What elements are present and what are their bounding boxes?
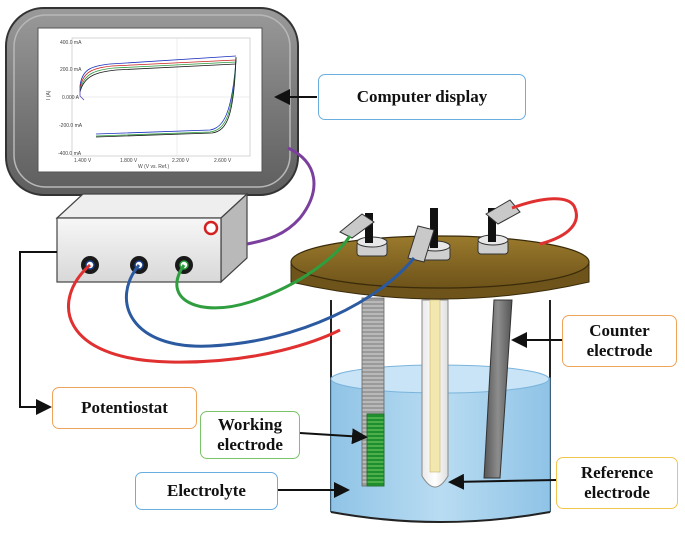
x-tick-label: 1.400 V [74,158,92,164]
x-tick-label: 2.200 V [172,158,190,164]
leader-potentiostat [19,251,57,415]
label-line: Working [217,415,283,434]
electrolyte-label: Electrolyte [135,472,278,510]
x-tick-label: 1.800 V [120,158,138,164]
cyclic-voltammogram-plot: 400.0 mA 200.0 mA 0.000 A -200.0 mA -400… [46,37,251,170]
alligator-clip-icon [339,213,375,239]
y-axis-label: I (A) [46,90,52,100]
reference-electrode-connector [407,208,451,263]
cv-curve-start [79,86,85,101]
cv-curve-red [79,59,237,89]
reference-port-wire [124,257,416,348]
cv-curve-green [79,61,237,91]
counter-electrode-label: Counter electrode [562,315,677,367]
cv-curve-black [79,63,237,93]
label-line: Reference [580,463,654,482]
leader-working-electrode [299,428,368,445]
label-text: Computer display [356,87,488,106]
y-tick-label: -400.0 mA [58,151,82,157]
working-port-wire [67,263,341,364]
working-electrode-label: Working electrode [200,411,300,459]
alligator-clip-icon [407,225,435,263]
y-tick-label: 400.0 mA [60,40,82,46]
reference-electrode-label: Reference electrode [556,457,678,509]
x-tick-label: 2.600 V [214,158,232,164]
potentiostat-unit [55,192,249,284]
label-text: Electrolyte [167,481,246,500]
data-cable [246,146,316,246]
y-tick-label: 200.0 mA [60,67,82,73]
label-line: electrode [217,435,283,454]
cv-curve-blue [79,55,237,87]
cv-return-black [95,56,237,138]
electrochemical-cell [290,199,590,523]
working-electrode-active-area [366,413,385,487]
computer-display-label: Computer display [318,74,526,120]
leader-reference-electrode [448,473,557,490]
working-electrode-connector [339,213,388,257]
potentiostat-label: Potentiostat [52,387,197,429]
y-tick-label: -200.0 mA [59,123,83,129]
counter-electrode-connector [477,199,521,255]
alligator-clip-icon [485,199,521,225]
power-indicator-icon [203,220,219,236]
y-tick-label: 0.000 A [62,95,80,101]
label-line: electrode [586,341,653,360]
counter-port-wire [175,235,352,310]
counter-electrode-plate [483,299,513,479]
label-line: Counter [589,321,650,340]
counter-red-wire [511,197,578,246]
label-line: electrode [584,483,650,502]
label-text: Potentiostat [81,398,168,417]
x-axis-label: W (V vs. Ref.) [138,164,169,170]
